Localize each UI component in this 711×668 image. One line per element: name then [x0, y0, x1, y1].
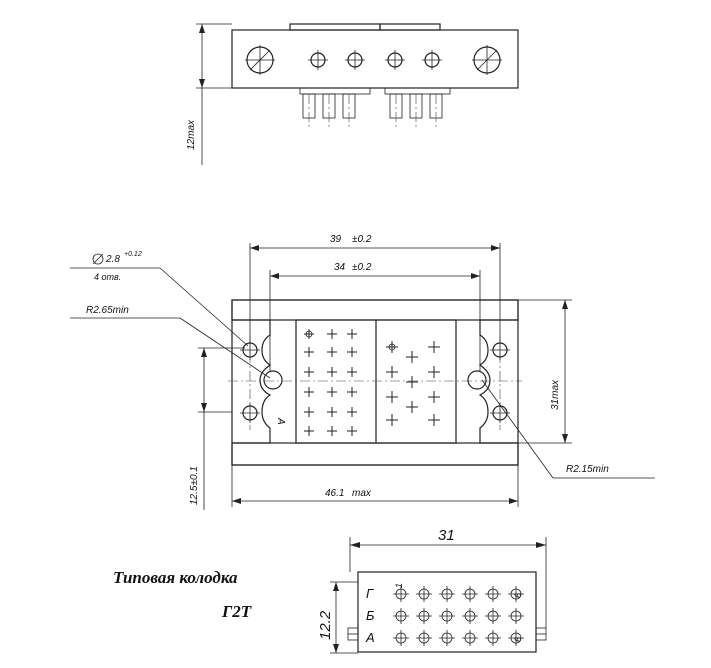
- row-label-a: А: [365, 630, 375, 645]
- front-mount-holes: [240, 340, 510, 423]
- dim-r265-leader: R2.65min: [70, 305, 271, 379]
- pin-crosshair: [393, 630, 409, 646]
- pin-layout-view: 31 12.2 Г Б А 1 6 6: [317, 527, 547, 654]
- top-view-tab-2: [379, 23, 441, 31]
- col-label-first: 1: [394, 583, 404, 588]
- front-view-body: [231, 299, 519, 466]
- pin-crosshair: [439, 586, 455, 602]
- dim-hole-leader: 2.8 +0.12 4 отв.: [70, 251, 249, 347]
- pin-crosshair: [439, 608, 455, 624]
- row-label-b: Б: [366, 608, 375, 623]
- pin-layout-width: 31: [438, 527, 455, 544]
- caption-model: Г2Т: [222, 602, 252, 621]
- dim-34-tol: ±0.2: [352, 262, 372, 273]
- front-view: A 39 ±0.2 34 ±0.2 2.8 +0.12: [70, 234, 655, 510]
- pin-crosshair: [393, 586, 409, 602]
- dim-34-label: 34: [334, 262, 346, 273]
- dim-46-suffix: max: [352, 488, 372, 499]
- pin-layout-body: [357, 571, 537, 653]
- r265-label: R2.65min: [86, 305, 129, 316]
- dim-r215-leader: R2.15min: [481, 379, 655, 479]
- pin-crosshair: [393, 608, 409, 624]
- left-ear: [232, 319, 272, 444]
- pin-crosshair: [485, 630, 501, 646]
- col-label-last-bottom: 6: [513, 637, 523, 642]
- top-view-pins: [299, 87, 451, 128]
- pin-crosshair: [416, 608, 432, 624]
- hole-tol: +0.12: [124, 251, 142, 258]
- pin-crosshair: [439, 630, 455, 646]
- contact-grid-left: [304, 329, 357, 436]
- caption-title: Типовая колодка: [113, 568, 238, 587]
- top-view: 12max: [186, 23, 519, 165]
- dim-31max: 31max: [518, 299, 572, 444]
- pin-layout-height: 12.2: [317, 610, 334, 640]
- pin-crosshair: [508, 586, 524, 602]
- dim-39: 39 ±0.2: [249, 234, 501, 343]
- top-view-body: [231, 29, 519, 89]
- dim-12max-label: 12max: [186, 119, 197, 150]
- top-view-contact-holes: [308, 50, 442, 70]
- pin-crosshair: [485, 608, 501, 624]
- front-view-top-strip: [231, 299, 519, 321]
- dim-12max: 12max: [186, 23, 232, 165]
- pin-grid: [393, 586, 524, 646]
- top-view-tab: [289, 23, 381, 31]
- dim-31max-label: 31max: [550, 379, 561, 410]
- dim-34: 34 ±0.2: [269, 262, 481, 372]
- pin-crosshair: [416, 586, 432, 602]
- pin-crosshair: [508, 608, 524, 624]
- hole-dim: 2.8: [105, 254, 120, 265]
- top-view-mount-holes: [245, 45, 502, 75]
- front-view-base: [231, 442, 519, 466]
- hole-count: 4 отв.: [94, 272, 121, 282]
- dim-12-5: 12.5±0.1: [189, 347, 245, 510]
- right-ear: [478, 319, 518, 444]
- r215-label: R2.15min: [566, 464, 609, 475]
- pin-crosshair: [416, 630, 432, 646]
- dim-39-label: 39: [330, 234, 342, 245]
- dim-46-label: 46.1: [325, 488, 344, 499]
- col-label-last-top: 6: [513, 593, 523, 598]
- pin-crosshair: [462, 608, 478, 624]
- dim-12-5-label: 12.5±0.1: [189, 466, 200, 505]
- contact-grid-right: [386, 341, 440, 426]
- pin-crosshair: [508, 630, 524, 646]
- row-label-g: Г: [366, 586, 374, 601]
- mark-a: A: [275, 417, 286, 425]
- dim-46-1: 46.1 max: [231, 465, 519, 507]
- pin-crosshair: [462, 630, 478, 646]
- dim-39-tol: ±0.2: [352, 234, 372, 245]
- pin-crosshair: [485, 586, 501, 602]
- pin-crosshair: [462, 586, 478, 602]
